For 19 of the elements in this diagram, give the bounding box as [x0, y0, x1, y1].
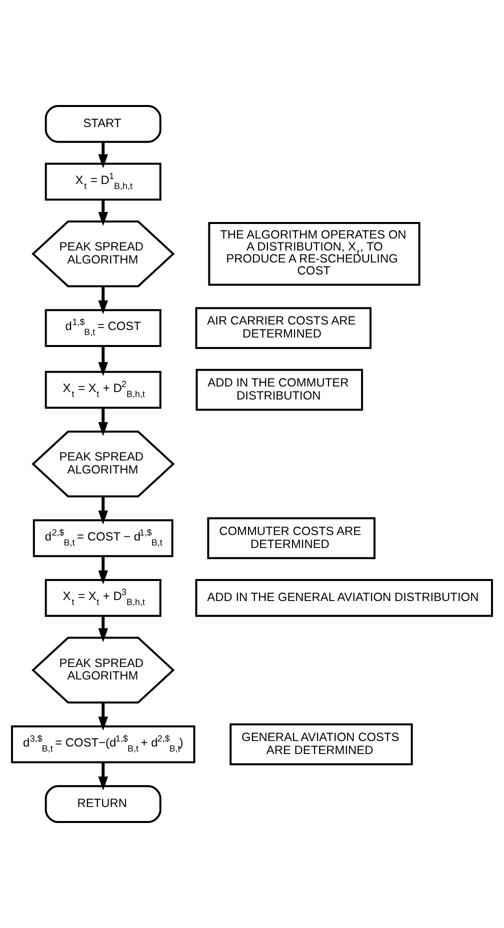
- arrow: [98, 346, 108, 376]
- arrow: [98, 616, 108, 642]
- node-box: d$^{1,$}$$_{B,t}$ = COST: [44, 309, 162, 347]
- node-box: START: [44, 105, 162, 143]
- arrow: [98, 496, 108, 524]
- arrow: [98, 286, 108, 314]
- node-box: GENERAL AVIATION COSTS ARE DETERMINED: [230, 723, 413, 766]
- arrow: [98, 142, 108, 168]
- arrow: [98, 200, 108, 226]
- arrow: [98, 762, 108, 791]
- node-box: COMMUTER COSTS ARE DETERMINED: [207, 517, 376, 560]
- node-box: d$^{3,$}$$_{B,t}$ = COST−(d$^{1,$}$$_{B,t}$ + d$^{2,$}$$_{B,t}$): [11, 725, 196, 764]
- arrow: [98, 556, 108, 584]
- node-box: AIR CARRIER COSTS ARE DETERMINED: [195, 307, 372, 349]
- arrow: [98, 702, 108, 731]
- node-box: ADD IN THE COMMUTER DISTRIBUTION: [196, 368, 364, 411]
- node-box: RETURN: [44, 785, 162, 823]
- arrow: [98, 408, 108, 436]
- node-box: ADD IN THE GENERAL AVIATION DISTRIBUTION: [195, 579, 493, 617]
